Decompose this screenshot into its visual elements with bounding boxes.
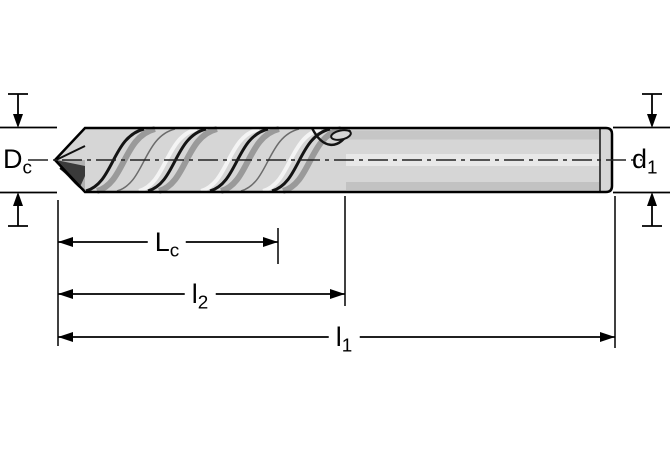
flute-shadow (157, 126, 218, 194)
label-subscript: 1 (341, 335, 353, 357)
label-subscript: 2 (197, 292, 209, 314)
label-base: D (3, 144, 23, 174)
flute-groove (271, 127, 331, 193)
arrow-right-icon (263, 237, 278, 247)
arrow-left-icon (58, 332, 73, 342)
flute-highlight (262, 127, 322, 193)
arrow-right-icon (330, 289, 345, 299)
label-base: L (154, 227, 170, 257)
arrow-down-icon (13, 114, 23, 128)
arrow-down-icon (647, 114, 657, 128)
arrow-up-icon (13, 192, 23, 206)
label-flute-length: Lc (147, 227, 187, 262)
label-overall-length: l1 (328, 322, 360, 357)
label-subscript: c (22, 157, 32, 179)
shank-shade-top (346, 130, 599, 140)
tip-chisel-edge (55, 145, 86, 161)
flute-highlight (200, 127, 260, 193)
label-base: d (632, 144, 648, 174)
dimension-dc (0, 93, 57, 227)
tip-dark-wedge (56, 160, 85, 187)
label-base: l (335, 322, 342, 352)
arrow-left-icon (58, 237, 73, 247)
arrow-right-icon (600, 332, 615, 342)
shank-shade-bottom (346, 182, 599, 190)
label-subscript: 1 (647, 157, 658, 179)
label-cutting-diameter: Dc (3, 146, 32, 179)
label-subscript: c (169, 240, 180, 262)
label-shank-diameter: d1 (632, 146, 658, 179)
dimension-d1 (613, 93, 670, 227)
label-length-l2: l2 (184, 279, 216, 314)
flute-runout-ear (330, 129, 352, 141)
arrow-up-icon (647, 192, 657, 206)
extension-lines-bottom (57, 196, 616, 348)
label-base: l (191, 279, 198, 309)
arrow-left-icon (58, 289, 73, 299)
